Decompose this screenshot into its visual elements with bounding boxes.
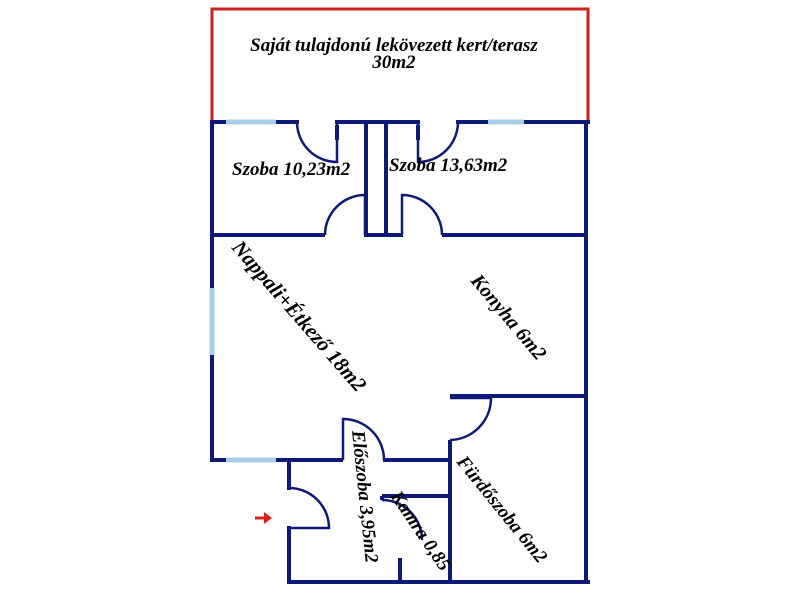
windows [209, 119, 524, 463]
door-bathroom [449, 396, 493, 442]
doors [288, 121, 493, 541]
terrace-outline [210, 7, 590, 120]
room-right-label: Szoba 13,63m2 [389, 155, 508, 176]
kitchen-label: Konyha 6m2 [466, 269, 551, 364]
entrance-arrow-icon [255, 512, 272, 524]
hall-label: Előszoba 3,95m2 [347, 428, 382, 564]
door-bedroom-left [323, 193, 367, 236]
living-label: Nappali+Étkező 18m2 [227, 235, 372, 397]
terrace-label-line1: Saját tulajdonú lekövezett kert/terasz [250, 35, 538, 56]
door-entrance [288, 486, 331, 530]
door-bedroom-right [400, 193, 444, 236]
door-hall [341, 417, 386, 461]
room-left-label: Szoba 10,23m2 [232, 159, 351, 180]
pantry-label: Kamra 0,85 [385, 486, 455, 575]
bathroom-label: Fürdőszoba 6m2 [451, 451, 551, 568]
door-terrace-right [416, 121, 460, 164]
terrace-label-line2: 30m2 [371, 52, 416, 73]
door-pantry [381, 498, 424, 541]
door-terrace-left [295, 121, 339, 164]
